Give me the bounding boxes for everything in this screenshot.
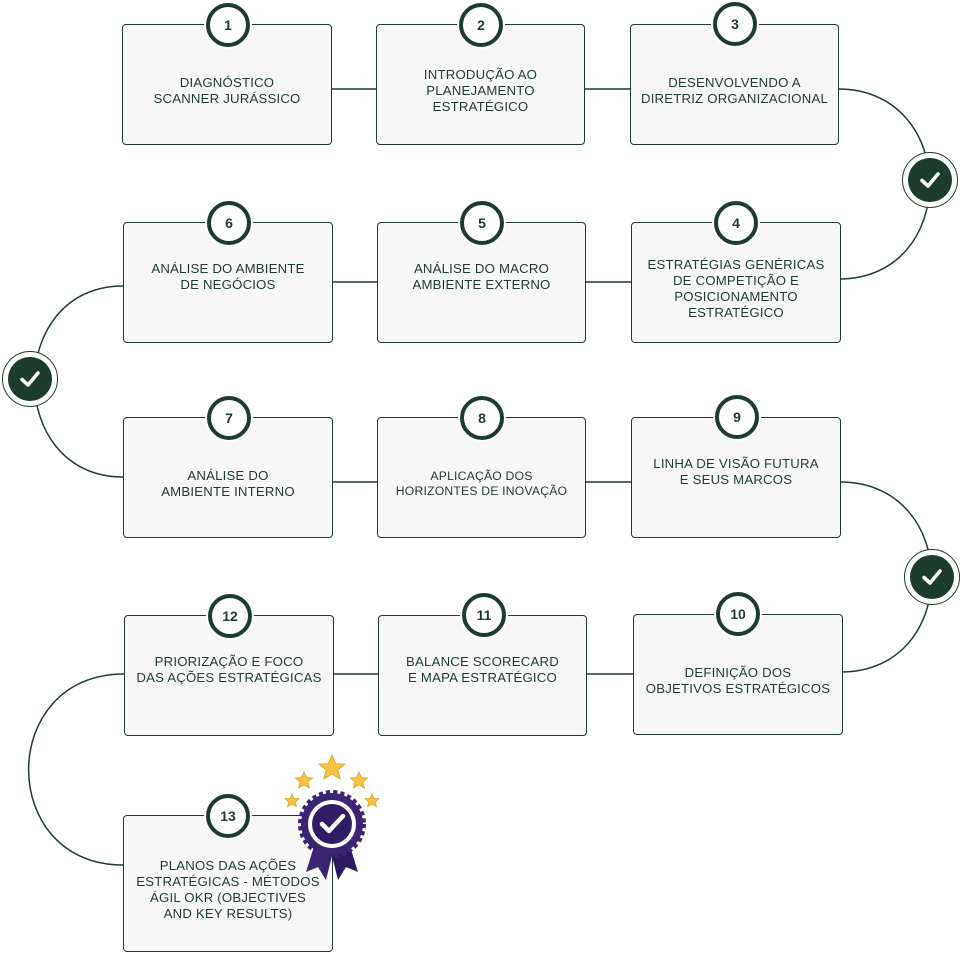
step-number-11: 11	[462, 593, 506, 637]
step-number-6: 6	[207, 201, 251, 245]
step-title-10: DEFINIÇÃO DOS OBJETIVOS ESTRATÉGICOS	[645, 664, 831, 696]
step-title-6: ANÁLISE DO AMBIENTE DE NEGÓCIOS	[151, 260, 305, 292]
star-icon	[349, 771, 369, 789]
check-icon	[20, 371, 40, 387]
ribbon-seal	[298, 790, 366, 858]
step-number-8: 8	[460, 396, 504, 440]
award-ribbon-icon	[284, 754, 380, 880]
step-title-5: ANÁLISE DO MACRO AMBIENTE EXTERNO	[412, 260, 551, 292]
step-number-2: 2	[459, 3, 503, 47]
star-icon	[294, 771, 314, 789]
checkpoint-3	[904, 549, 960, 605]
checkpoint-1	[902, 152, 958, 208]
step-number-12: 12	[208, 594, 252, 638]
step-card-9: LINHA DE VISÃO FUTURA E SEUS MARCOS	[631, 417, 841, 538]
step-number-9: 9	[715, 395, 759, 439]
star-icon	[317, 754, 347, 780]
step-title-8: APLICAÇÃO DOS HORIZONTES DE INOVAÇÃO	[395, 468, 568, 498]
checkpoint-2	[2, 351, 58, 407]
step-title-13: PLANOS DAS AÇÕES ESTRATÉGICAS - MÉTODOS …	[136, 857, 320, 921]
step-title-7: ANÁLISE DO AMBIENTE INTERNO	[161, 467, 295, 499]
star-icon	[284, 793, 300, 808]
check-icon	[922, 569, 942, 585]
step-title-12: PRIORIZAÇÃO E FOCO DAS AÇÕES ESTRATÉGICA…	[136, 653, 322, 685]
step-title-11: BALANCE SCORECARD E MAPA ESTRATÉGICO	[406, 653, 559, 685]
step-card-13: PLANOS DAS AÇÕES ESTRATÉGICAS - MÉTODOS …	[123, 815, 333, 952]
step-card-5: ANÁLISE DO MACRO AMBIENTE EXTERNO	[377, 222, 586, 343]
step-number-13: 13	[206, 794, 250, 838]
step-number-10: 10	[716, 592, 760, 636]
step-number-1: 1	[206, 3, 250, 47]
star-icons	[284, 754, 380, 808]
step-title-4: ESTRATÉGIAS GENÉRICAS DE COMPETIÇÃO E PO…	[647, 256, 825, 320]
step-title-9: LINHA DE VISÃO FUTURA E SEUS MARCOS	[653, 455, 819, 487]
connector-12-13	[27, 673, 125, 866]
step-title-3: DESENVOLVENDO A DIRETRIZ ORGANIZACIONAL	[640, 74, 829, 106]
star-icon	[364, 793, 380, 808]
step-title-2: INTRODUÇÃO AO PLANEJAMENTO ESTRATÉGICO	[423, 66, 538, 114]
check-icon	[920, 172, 940, 188]
step-title-1: DIAGNÓSTICO SCANNER JURÁSSICO	[153, 74, 301, 106]
step-number-4: 4	[714, 201, 758, 245]
step-number-5: 5	[460, 201, 504, 245]
step-number-7: 7	[207, 396, 251, 440]
step-number-3: 3	[713, 2, 757, 46]
